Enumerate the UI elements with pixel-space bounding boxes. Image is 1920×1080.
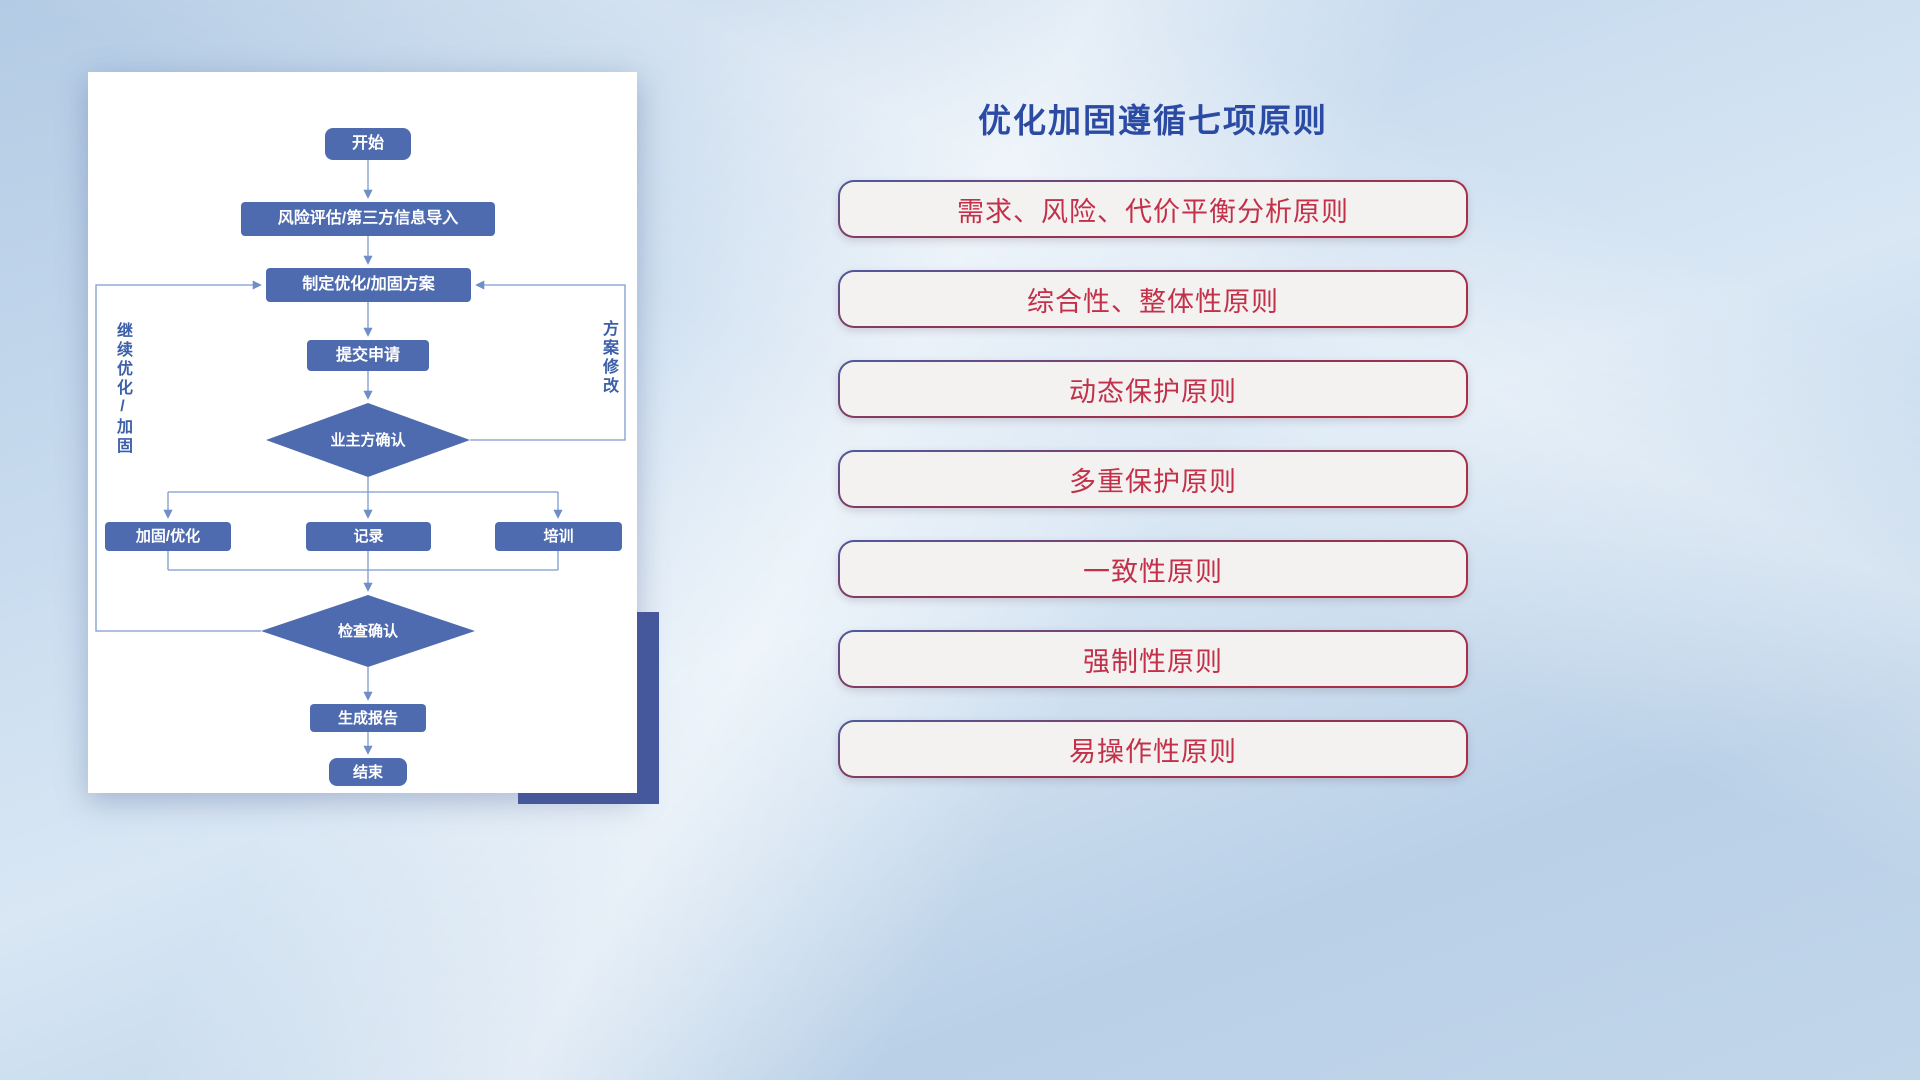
flow-node-submit: 提交申请 — [307, 340, 429, 371]
panel-title: 优化加固遵循七项原则 — [978, 102, 1328, 139]
flow-loop-right — [470, 280, 626, 441]
flow-node-training: 培训 — [495, 522, 622, 551]
principle-text-4: 多重保护原则 — [840, 452, 1466, 506]
principle-box-7: 易操作性原则 — [838, 720, 1468, 778]
principle-text-7: 易操作性原则 — [840, 722, 1466, 776]
flow-node-reinforce: 加固/优化 — [105, 522, 231, 551]
principle-box-6: 强制性原则 — [838, 630, 1468, 688]
principle-text-6: 强制性原则 — [840, 632, 1466, 686]
flow-loop-left — [95, 280, 262, 632]
principle-text-1: 需求、风险、代价平衡分析原则 — [840, 182, 1466, 236]
principles-panel: 优化加固遵循七项原则 需求、风险、代价平衡分析原则 综合性、整体性原则 动态保护… — [838, 0, 1468, 810]
principle-box-3: 动态保护原则 — [838, 360, 1468, 418]
loop-label-plan-revision: 方案修改 — [600, 320, 617, 396]
flow-node-start: 开始 — [325, 128, 411, 160]
principle-text-5: 一致性原则 — [840, 542, 1466, 596]
flowchart-connectors — [95, 160, 626, 755]
flow-node-risk-import: 风险评估/第三方信息导入 — [241, 202, 495, 236]
principle-box-2: 综合性、整体性原则 — [838, 270, 1468, 328]
flow-node-record: 记录 — [306, 522, 431, 551]
principle-box-5: 一致性原则 — [838, 540, 1468, 598]
flow-node-end: 结束 — [329, 758, 407, 786]
principle-box-4: 多重保护原则 — [838, 450, 1468, 508]
flow-branch-connectors — [163, 477, 563, 592]
flow-node-report: 生成报告 — [310, 704, 426, 732]
principle-text-3: 动态保护原则 — [840, 362, 1466, 416]
flowchart-card: 开始 风险评估/第三方信息导入 制定优化/加固方案 提交申请 业主方确认 加固/… — [88, 72, 637, 793]
flow-node-make-plan: 制定优化/加固方案 — [266, 268, 471, 302]
principle-box-1: 需求、风险、代价平衡分析原则 — [838, 180, 1468, 238]
loop-label-continue-optimize: 继续优化/加固 — [114, 322, 131, 456]
principle-text-2: 综合性、整体性原则 — [840, 272, 1466, 326]
